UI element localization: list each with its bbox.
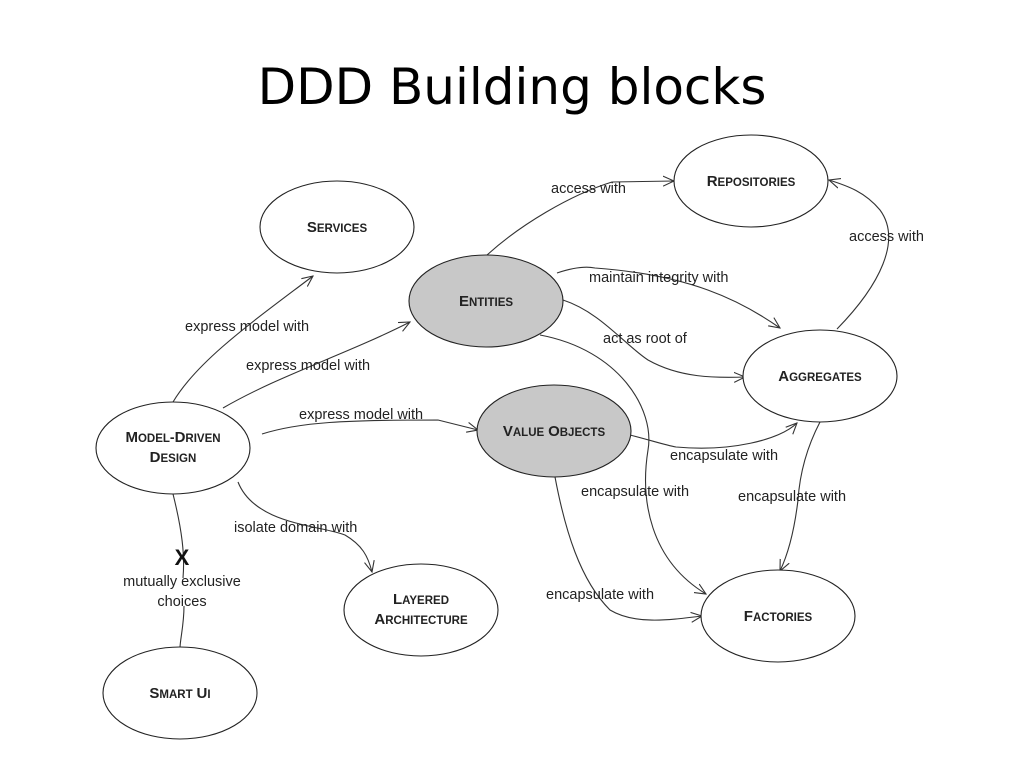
node-model-driven-label-line1: MODEL-DRIVEN [125,429,220,446]
edge-value-objects-factories [554,476,702,620]
node-services-label: SERVICES [307,219,368,236]
label-entities-aggregates-integrity: maintain integrity with [589,270,728,286]
node-smart-ui[interactable]: SMART UI [102,646,258,740]
node-services[interactable]: SERVICES [259,180,415,274]
node-layered-architecture[interactable]: LAYERED ARCHITECTURE [343,563,499,657]
edge-entities-aggregates-root [562,299,745,377]
node-layered-label-line2: ARCHITECTURE [374,611,468,628]
node-model-driven-design[interactable]: MODEL-DRIVEN DESIGN [95,401,251,495]
label-entities-aggregates-root: act as root of [603,331,688,347]
label-mdd-entities: express model with [246,358,370,374]
edge-entities-aggregates-integrity [556,266,780,328]
node-factories[interactable]: FACTORIES [700,569,856,663]
edge-mdd-smart-ui-lower [179,605,185,649]
edge-entities-factories [539,334,706,594]
label-mdd-services: express model with [185,319,309,335]
edges [172,180,890,649]
edge-mdd-value-objects [261,419,478,435]
page-title: DDD Building blocks [257,58,767,116]
edge-value-objects-aggregates [629,423,797,449]
edge-labels: express model with express model with ex… [123,181,924,610]
node-entities-label: ENTITIES [459,293,513,310]
label-mdd-value-objects: express model with [299,407,423,423]
label-mdd-layered: isolate domain with [234,520,357,536]
label-value-objects-aggregates: encapsulate with [670,448,778,464]
label-entities-repositories: access with [551,181,626,197]
node-layered-label-line1: LAYERED [393,591,449,608]
node-smart-ui-label: SMART UI [149,685,210,702]
label-entities-factories: encapsulate with [581,484,689,500]
node-factories-label: FACTORIES [744,608,813,625]
node-entities[interactable]: ENTITIES [408,254,564,348]
node-repositories-label: REPOSITORIES [707,173,796,190]
node-model-driven-label-line2: DESIGN [150,449,197,466]
label-aggregates-factories: encapsulate with [738,489,846,505]
edge-entities-repositories [486,181,674,256]
node-repositories[interactable]: REPOSITORIES [673,134,829,228]
label-value-objects-factories: encapsulate with [546,587,654,603]
node-aggregates[interactable]: AGGREGATES [742,329,898,423]
node-value-objects[interactable]: VALUE OBJECTS [476,384,632,478]
edge-mdd-smart-ui [172,493,185,579]
label-aggregates-repositories: access with [849,229,924,245]
edge-aggregates-repositories [829,180,890,330]
edge-aggregates-factories [780,421,821,571]
mutually-exclusive-x-mark: X [175,545,190,570]
node-aggregates-label: AGGREGATES [778,368,862,385]
edge-mdd-services [172,276,313,403]
edge-mdd-layered [237,481,372,572]
label-mutually-exclusive-line2: choices [157,594,206,610]
edge-mdd-entities [222,322,410,409]
node-value-objects-label: VALUE OBJECTS [503,423,606,440]
label-mutually-exclusive-line1: mutually exclusive [123,574,241,590]
